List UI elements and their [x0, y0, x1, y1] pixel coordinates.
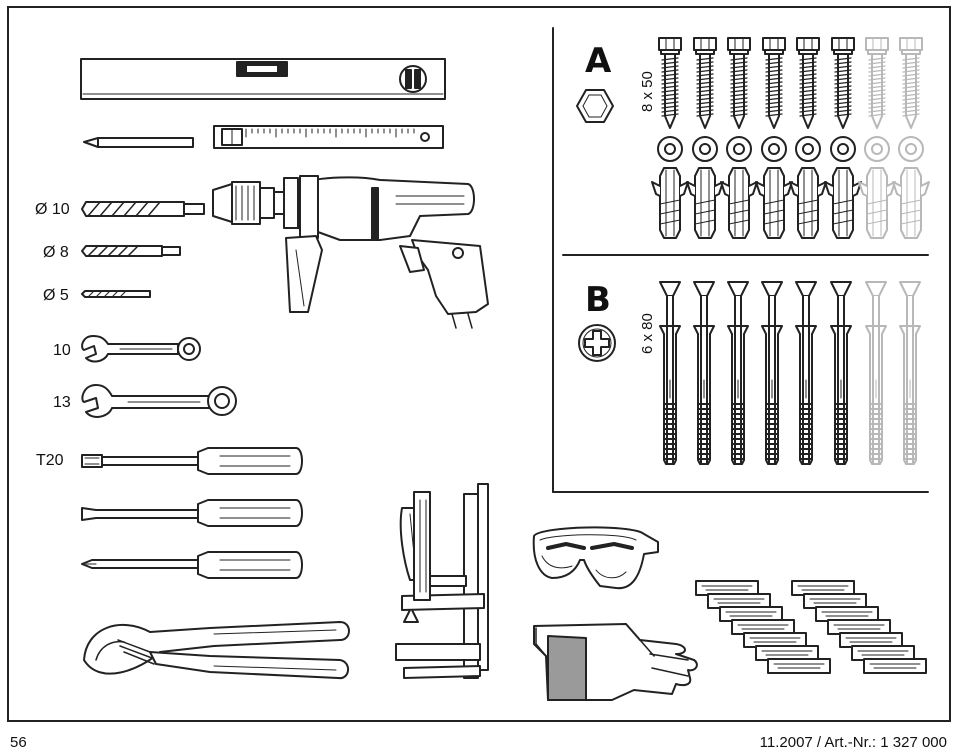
- power-drill-icon: [212, 175, 489, 329]
- work-gloves-icon: [533, 623, 698, 701]
- folding-ruler-icon: [213, 125, 444, 149]
- screw-washer-dowel-set: [755, 37, 793, 239]
- wrench-13-label: 13: [53, 394, 71, 411]
- frame-dowel: [761, 281, 783, 465]
- pencil-icon: [83, 137, 194, 148]
- page-frame: [7, 6, 951, 722]
- frame-dowel: [693, 281, 715, 465]
- screw-washer-dowel-set: [858, 37, 896, 239]
- frame-dowel: [899, 281, 921, 465]
- wall-plug-strip-icon: [791, 580, 927, 674]
- section-a-letter: A: [585, 41, 612, 81]
- section-b-letter: B: [585, 280, 611, 320]
- frame-dowel: [727, 281, 749, 465]
- section-a-size: 8 x 50: [639, 71, 656, 112]
- phillips-head-icon: [578, 324, 616, 362]
- screw-washer-dowel-set: [892, 37, 930, 239]
- bar-clamp-icon: [395, 483, 489, 679]
- screw-washer-dowel-set: [789, 37, 827, 239]
- wrench-10-icon: [81, 335, 201, 363]
- drill-bit-8-label: Ø 8: [43, 244, 69, 261]
- drill-bit-10-label: Ø 10: [35, 201, 70, 218]
- screwdriver-t20-label: T20: [36, 452, 64, 469]
- screw-washer-dowel-set: [686, 37, 724, 239]
- frame-dowel: [795, 281, 817, 465]
- safety-goggles-icon: [532, 526, 659, 590]
- frame-dowel: [830, 281, 852, 465]
- wrench-10-label: 10: [53, 342, 71, 359]
- hex-bolt-head-icon: [576, 89, 614, 123]
- screwdriver-t20-icon: [81, 447, 303, 475]
- page-number: 56: [10, 734, 27, 751]
- screw-washer-dowel-set: [824, 37, 862, 239]
- screw-washer-dowel-set: [720, 37, 758, 239]
- frame-dowel: [865, 281, 887, 465]
- screw-washer-dowel-set: [651, 37, 689, 239]
- document-reference: 11.2007 / Art.-Nr.: 1 327 000: [759, 734, 947, 751]
- drill-bit-10-icon: [81, 201, 205, 217]
- drill-bit-5-label: Ø 5: [43, 287, 69, 304]
- drill-bit-5-icon: [81, 290, 151, 298]
- section-b-size: 6 x 80: [639, 313, 656, 354]
- wrench-13-icon: [81, 384, 237, 418]
- water-pump-pliers-icon: [83, 621, 350, 680]
- wall-plug-strip-icon: [695, 580, 831, 674]
- drill-bit-8-icon: [81, 245, 181, 257]
- screwdriver-phillips-icon: [81, 551, 303, 579]
- screwdriver-flat-icon: [81, 499, 303, 527]
- spirit-level-icon: [80, 58, 446, 100]
- frame-dowel: [659, 281, 681, 465]
